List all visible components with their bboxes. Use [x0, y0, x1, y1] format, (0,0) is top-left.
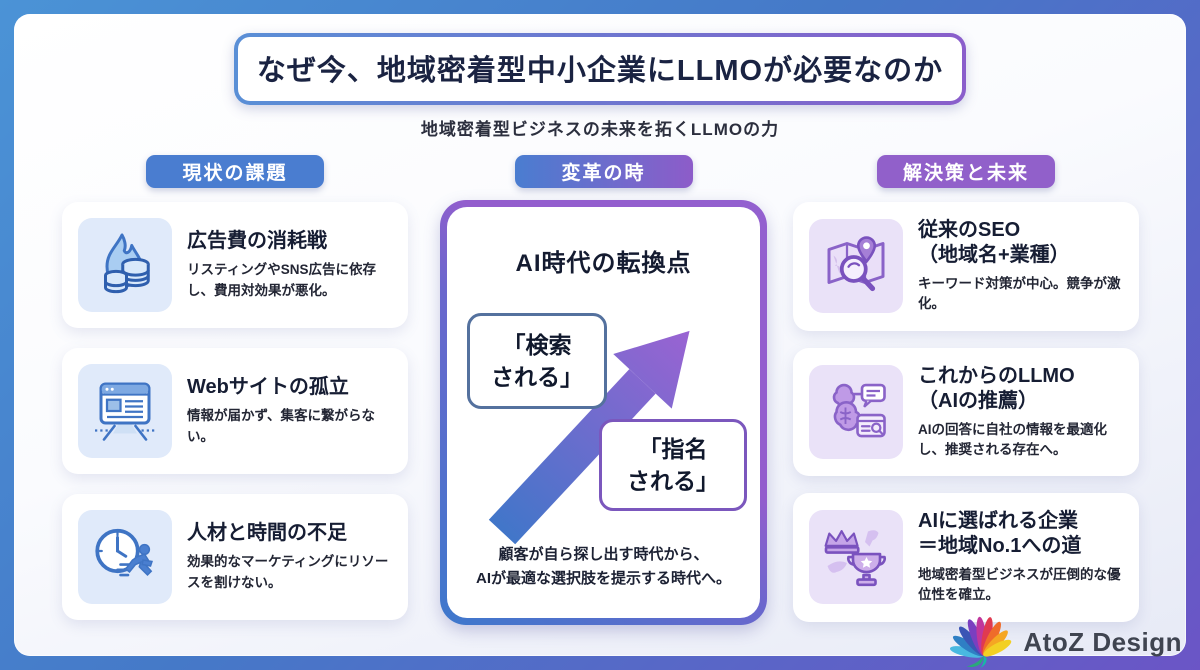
card-description: AIの回答に自社の情報を最適化し、推奨される存在へ。 [918, 421, 1107, 457]
infographic-panel: なぜ今、地域密着型中小企業にLLMOが必要なのか 地域密着型ビジネスの未来を拓く… [14, 14, 1186, 656]
searched-phase-box: 「検索 される」 [467, 313, 607, 409]
column-current-problems: 現状の課題 [62, 155, 408, 620]
card-description: キーワード対策が中心。競争が激化。 [918, 276, 1121, 312]
burning-money-icon [78, 218, 172, 312]
turning-point-card-border: AI時代の転換点 「検索 される」 [440, 200, 767, 625]
title-box-inner: なぜ今、地域密着型中小企業にLLMOが必要なのか [238, 37, 962, 101]
card-title: Webサイトの孤立 [187, 376, 349, 399]
card-ai-chosen-company: AIに選ばれる企業 ＝地域No.1への道 地域密着型ビジネスが圧倒的な優位性を確… [793, 493, 1139, 622]
card-title: 人材と時間の不足 [187, 522, 347, 545]
card-title-line2: （AIの推薦） [918, 389, 1038, 412]
right-card-list: 従来のSEO （地域名+業種） キーワード対策が中心。競争が激化。 [793, 202, 1139, 622]
named-phase-box: 「指名 される」 [599, 419, 747, 511]
card-time-shortage: 人材と時間の不足 効果的なマーケティングにリソースを割けない。 [62, 494, 408, 620]
title-box: なぜ今、地域密着型中小企業にLLMOが必要なのか [234, 33, 966, 105]
winner-trophy-icon [809, 510, 903, 605]
card-title-line2: （地域名+業種） [918, 244, 1070, 266]
badge-solutions: 解決策と未来 [877, 155, 1055, 188]
card-description: リスティングやSNS広告に依存し、費用対効果が悪化。 [187, 262, 376, 298]
fan-logo-icon [950, 616, 1012, 668]
turning-point-title: AI時代の転換点 [515, 250, 692, 277]
brand-logo: AtoZ Design [943, 604, 1186, 668]
brand-logo-text: AtoZ Design [1023, 627, 1182, 657]
card-description: 情報が届かず、集客に繋がらない。 [187, 408, 376, 444]
page-subtitle: 地域密着型ビジネスの未来を拓くLLMOの力 [420, 120, 780, 139]
card-title-line1: これからのLLMO [918, 364, 1075, 387]
isolated-website-icon [78, 364, 172, 458]
searched-line2: される」 [491, 364, 583, 390]
column-solutions: 解決策と未来 従来のS [793, 155, 1139, 622]
card-website-isolation: Webサイトの孤立 情報が届かず、集客に繋がらない。 [62, 348, 408, 474]
left-card-list: 広告費の消耗戦 リスティングやSNS広告に依存し、費用対効果が悪化。 [62, 202, 408, 620]
badge-transformation: 変革の時 [514, 155, 693, 188]
time-shortage-icon [78, 510, 172, 604]
column-transformation: 変革の時 AI時代の転換点 「検索 され [440, 155, 767, 625]
card-future-llmo: これからのLLMO （AIの推薦） AIの回答に自社の情報を最適化し、推奨される… [793, 347, 1139, 476]
map-seo-icon [809, 219, 903, 314]
card-title-line2: ＝地域No.1への道 [918, 535, 1082, 557]
growth-arrow-icon [488, 330, 690, 545]
card-ad-cost: 広告費の消耗戦 リスティングやSNS広告に依存し、費用対効果が悪化。 [62, 202, 408, 328]
named-line2: される」 [627, 468, 719, 494]
card-title-line1: 従来のSEO [918, 219, 1021, 241]
badge-current-problems: 現状の課題 [146, 155, 324, 188]
named-line1: 「指名 [638, 435, 708, 462]
card-title: 広告費の消耗戦 [187, 230, 327, 253]
card-title-line1: AIに選ばれる企業 [918, 510, 1078, 532]
ai-brain-icon [809, 364, 903, 459]
turning-point-caption: 顧客が自ら探し出す時代から、 AIが最適な選択肢を提示する時代へ。 [447, 543, 760, 593]
caption-line2: AIが最適な選択肢を提示する時代へ。 [475, 570, 731, 588]
card-description: 地域密着型ビジネスが圧倒的な優位性を確立。 [918, 567, 1121, 603]
card-traditional-seo: 従来のSEO （地域名+業種） キーワード対策が中心。競争が激化。 [793, 202, 1139, 331]
searched-line1: 「検索 [502, 331, 572, 358]
turning-point-card: AI時代の転換点 「検索 される」 [447, 207, 760, 618]
page-title: なぜ今、地域密着型中小企業にLLMOが必要なのか [256, 55, 944, 87]
caption-line1: 顧客が自ら探し出す時代から、 [498, 545, 709, 563]
card-description: 効果的なマーケティングにリソースを割けない。 [187, 554, 389, 590]
